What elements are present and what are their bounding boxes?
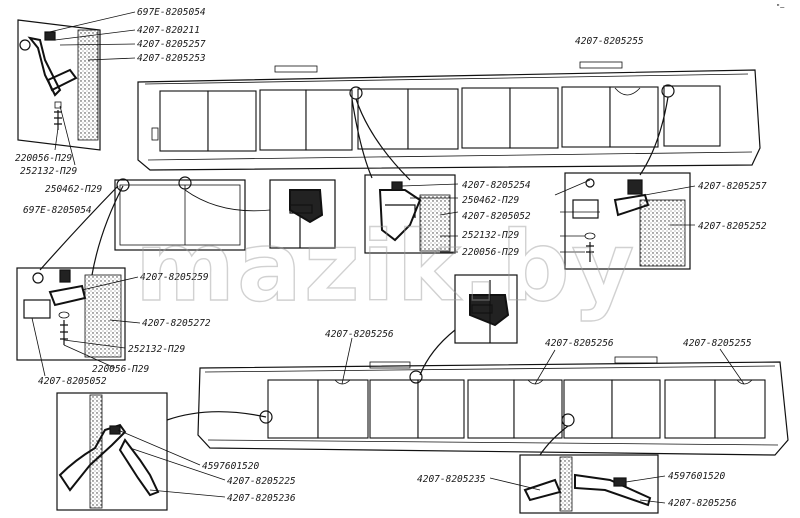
detail-bottom-right bbox=[489, 425, 666, 514]
part-label: 4207-8205052 bbox=[38, 376, 107, 387]
bottom-curtain-row bbox=[267, 379, 766, 439]
part-label: 250462-П29 bbox=[45, 184, 102, 195]
labels-bottom-bus: 4207-8205256 4207-8205256 4207-8205255 bbox=[325, 329, 752, 349]
detail-center-section bbox=[419, 274, 518, 376]
part-label: 220056-П29 bbox=[92, 364, 149, 375]
part-label: 4207-8205256 bbox=[545, 338, 614, 349]
corner-mark: "— bbox=[776, 3, 785, 11]
part-label: 4207-8205255 bbox=[575, 36, 644, 47]
part-label: 4597601520 bbox=[202, 461, 259, 472]
part-label: 220056-П29 bbox=[462, 247, 519, 258]
labels-left-mid: 4207-8205259 4207-8205272 252132-П29 220… bbox=[38, 272, 211, 387]
detail-top-left bbox=[17, 11, 136, 166]
part-label: 4207-8205257 bbox=[137, 39, 206, 50]
top-bus-body bbox=[137, 61, 761, 171]
part-label: 220056-П29 bbox=[15, 153, 72, 164]
labels-top-left: 697E-8205054 4207-820211 4207-8205257 42… bbox=[15, 7, 206, 177]
part-label: 4207-8205252 bbox=[698, 221, 767, 232]
part-label: 4207-8205257 bbox=[698, 181, 767, 192]
labels-center: 4207-8205254 250462-П29 4207-8205052 252… bbox=[462, 180, 531, 258]
part-label: 4207-8205256 bbox=[325, 329, 394, 340]
detail-window-frame bbox=[114, 176, 271, 251]
detail-bottom-left bbox=[56, 392, 267, 511]
part-label: 252132-П29 bbox=[20, 166, 77, 177]
part-label: 4207-8205254 bbox=[462, 180, 531, 191]
part-label: 4207-8205255 bbox=[683, 338, 752, 349]
part-label: 4207-8205225 bbox=[227, 476, 296, 487]
part-label: 4207-8205272 bbox=[142, 318, 211, 329]
part-label: 4207-8205256 bbox=[668, 498, 737, 509]
part-label: 4207-8205052 bbox=[462, 211, 531, 222]
detail-left-bracket bbox=[16, 185, 141, 377]
labels-bottom-left: 4597601520 4207-8205225 4207-8205236 bbox=[202, 461, 296, 504]
part-label: 4207-8205236 bbox=[227, 493, 296, 504]
part-label: 4207-8205235 bbox=[417, 474, 486, 485]
part-label: 252132-П29 bbox=[128, 344, 185, 355]
detail-rail-section bbox=[269, 179, 336, 249]
part-label: 250462-П29 bbox=[462, 195, 519, 206]
part-label: 4207-8205259 bbox=[140, 272, 209, 283]
detail-right-bracket bbox=[554, 172, 696, 270]
labels-right: 4207-8205257 4207-8205252 bbox=[698, 181, 767, 232]
watermark: mazik.by bbox=[135, 211, 636, 323]
part-label: 697E-8205054 bbox=[137, 7, 206, 18]
bottom-bus-body bbox=[197, 337, 789, 456]
part-label: 4207-820211 bbox=[137, 25, 200, 36]
part-label: 697E-8205054 bbox=[23, 205, 92, 216]
part-label: 4597601520 bbox=[668, 471, 725, 482]
part-label: 4207-8205253 bbox=[137, 53, 206, 64]
labels-frame: 250462-П29 697E-8205054 bbox=[23, 184, 102, 216]
labels-bottom-right: 4207-8205235 4597601520 4207-8205256 bbox=[417, 471, 737, 509]
top-curtain-row bbox=[159, 85, 721, 152]
part-label: 252132-П29 bbox=[462, 230, 519, 241]
detail-center-bracket bbox=[364, 174, 459, 254]
